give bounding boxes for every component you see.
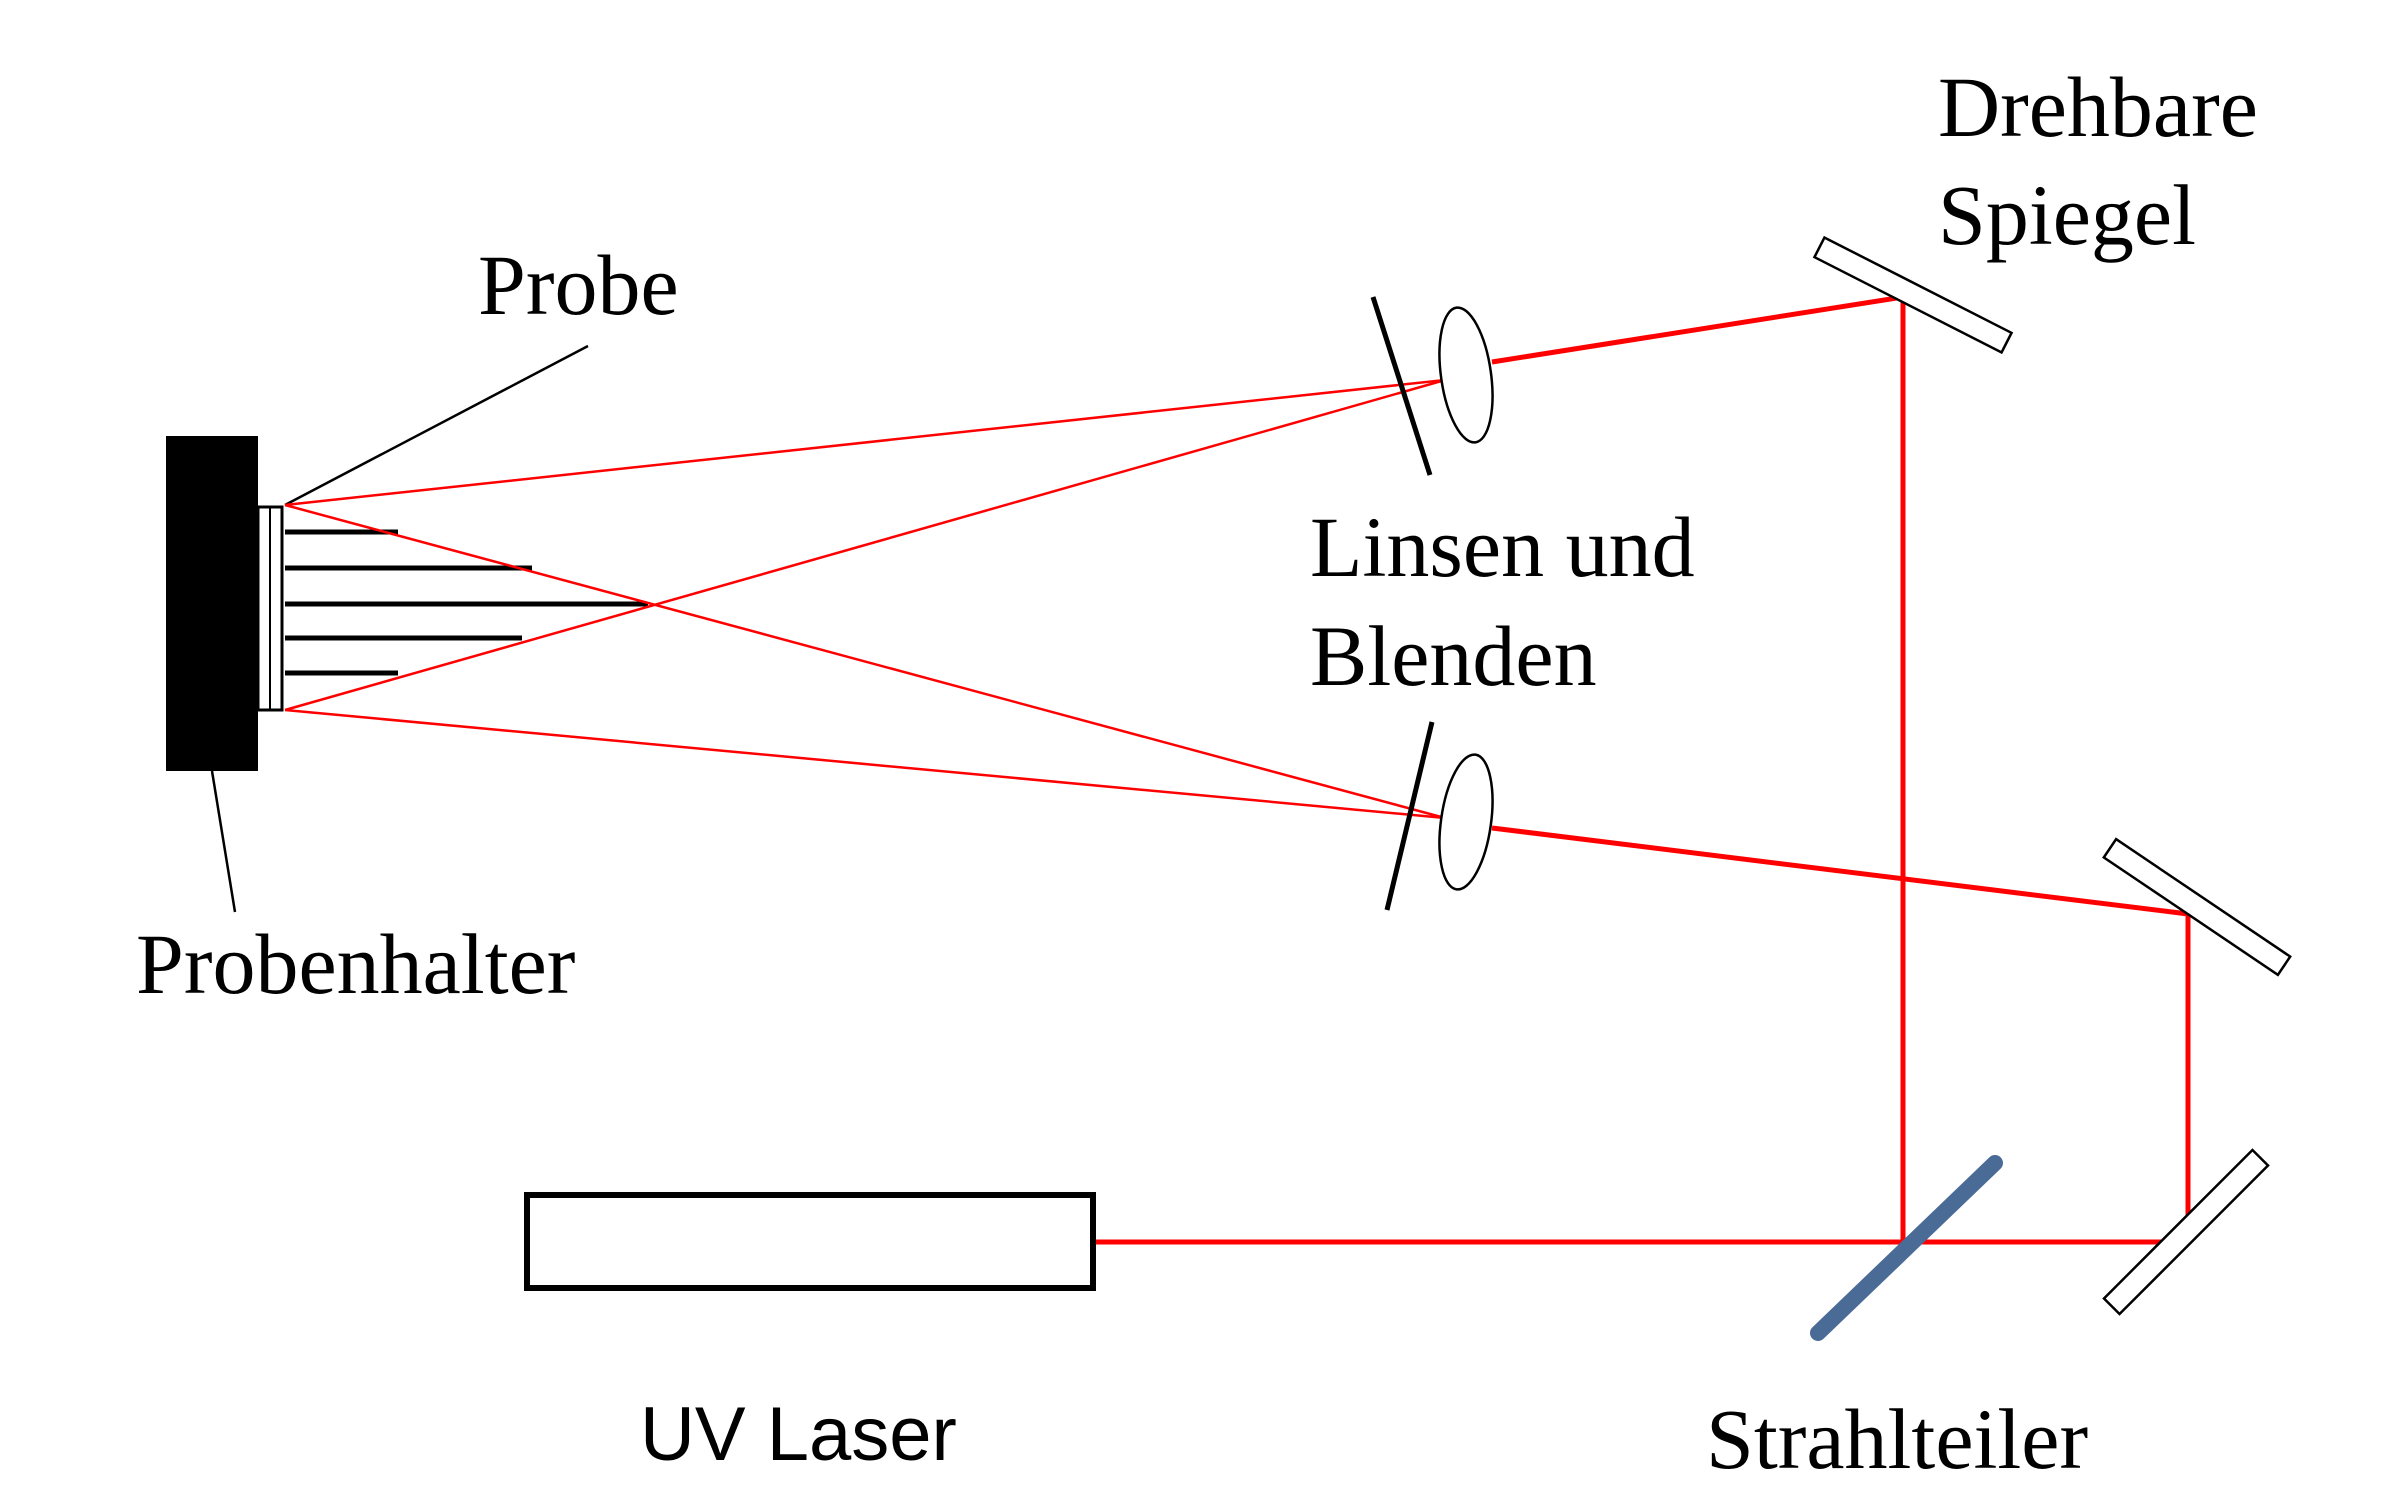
lens-upper	[1438, 306, 1494, 444]
label-drehbare: Drehbare	[1938, 59, 2258, 155]
label-probe: Probe	[478, 237, 679, 333]
aperture-lower	[1384, 721, 1435, 911]
lens-lower	[1438, 753, 1494, 891]
aperture-upper	[1370, 296, 1433, 476]
mirror-right-lower	[2102, 1148, 2270, 1316]
beam-splitter	[1810, 1155, 2003, 1341]
beam-thin-bottom-upper	[284, 378, 1446, 712]
label-uv-laser: UV Laser	[640, 1392, 957, 1477]
label-linsen-und: Linsen und	[1310, 499, 1695, 595]
beam-thin-top-upper	[284, 378, 1446, 507]
thick-beams	[1093, 294, 2191, 1245]
label-spiegel: Spiegel	[1938, 167, 2196, 263]
mirror-right-upper	[2102, 837, 2292, 977]
mirror-upper	[1812, 235, 2014, 355]
sample-structure-lines	[285, 529, 648, 676]
label-strahlteiler: Strahlteiler	[1706, 1391, 2088, 1487]
beam-thin-top-lower	[284, 503, 1446, 820]
beam-splitter-via-mirrors	[1491, 825, 2191, 1245]
thin-beams	[284, 378, 1446, 820]
beam-thin-bottom-lower	[284, 708, 1446, 820]
probe-leader-line	[284, 344, 589, 507]
uv-laser-box	[524, 1192, 1096, 1291]
label-probenhalter: Probenhalter	[136, 916, 575, 1012]
label-blenden: Blenden	[1310, 608, 1597, 704]
probenhalter-leader-line	[210, 770, 237, 913]
beam-splitter-to-upper-mirror	[1491, 294, 1906, 1242]
sample-holder	[166, 436, 258, 771]
